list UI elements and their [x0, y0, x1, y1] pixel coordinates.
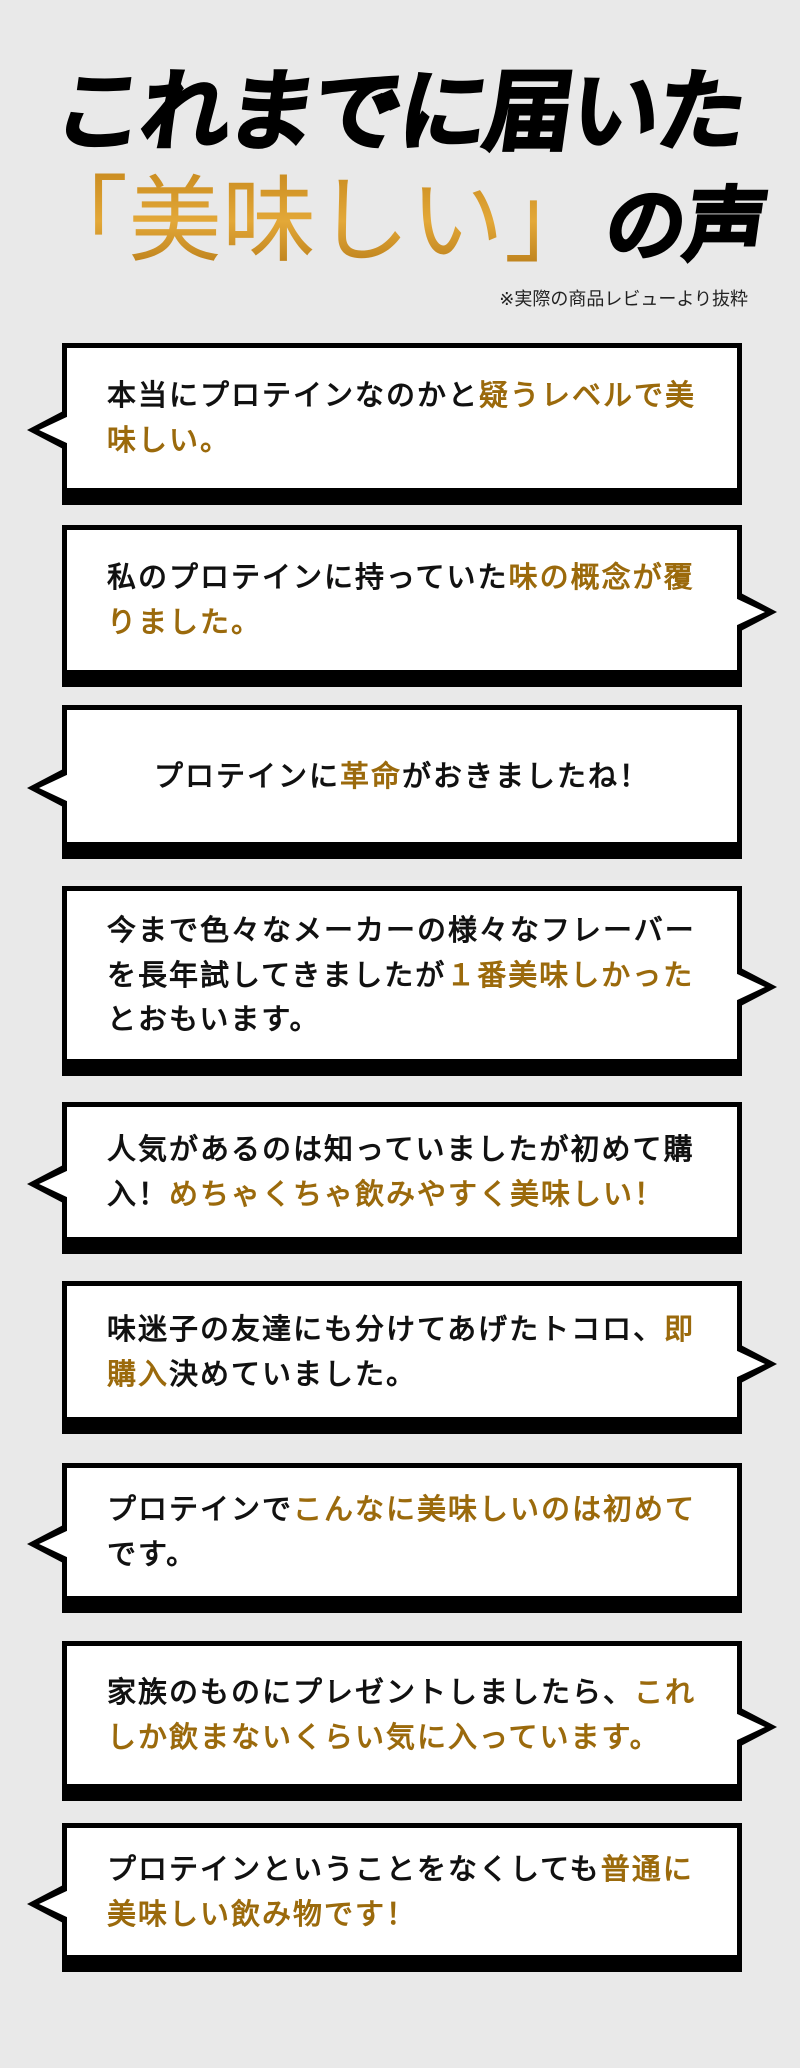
review-text-segment: 今まで色々なメーカーの様々なフレーバーを長年試してきましたが [107, 912, 696, 992]
speech-tail-icon [737, 591, 777, 633]
highlighted-text: これしか飲まないくらい気に入っています。 [107, 1675, 697, 1754]
review-text: プロテインに革命がおきましたね！ [107, 754, 697, 799]
highlighted-text: 疑うレベルで美味しい。 [107, 378, 697, 457]
highlighted-text: 革命 [339, 758, 402, 793]
review-bubble: プロテインに革命がおきましたね！ [27, 705, 742, 847]
title-suffix: の声 [598, 178, 774, 274]
highlighted-text: 普通に美味しい飲み物です！ [107, 1851, 694, 1931]
review-bubble: 味迷子の友達にも分けてあげたトコロ、即購入決めていました。 [62, 1281, 777, 1422]
title-highlight: 「美味しい」 [33, 167, 598, 276]
speech-tail-icon [737, 1706, 777, 1748]
review-bubble: 今まで色々なメーカーの様々なフレーバーを長年試してきましたが１番美味しかったとお… [62, 886, 777, 1064]
review-text-segment: がおきましたね！ [402, 758, 651, 793]
review-bubble: 人気があるのは知っていましたが初めて購入！めちゃくちゃ飲みやすく美味しい！ [27, 1102, 742, 1242]
review-text: 家族のものにプレゼントしましたら、これしか飲まないくらい気に入っています。 [107, 1670, 697, 1760]
review-text-segment: プロテインに [153, 758, 340, 793]
review-text-segment: 私のプロテインに持っていた [107, 560, 509, 595]
review-text: 味迷子の友達にも分けてあげたトコロ、即購入決めていました。 [107, 1307, 697, 1397]
review-bubble: 私のプロテインに持っていた味の概念が覆りました。 [62, 525, 777, 675]
speech-tail-icon [27, 1163, 67, 1205]
review-text: 本当にプロテインなのかと疑うレベルで美味しい。 [107, 373, 697, 463]
review-text-segment: プロテインということをなくしても [107, 1851, 601, 1886]
review-text-segment: 人気があるのは知っていましたが初めて購入！ [107, 1132, 695, 1211]
highlighted-text: めちゃくちゃ飲みやすく美味しい！ [169, 1177, 666, 1211]
speech-tail-icon [27, 1523, 67, 1565]
highlighted-text: こんなに美味しいのは初めて [293, 1492, 697, 1527]
review-bubble: 本当にプロテインなのかと疑うレベルで美味しい。 [27, 343, 742, 493]
review-text-segment: 決めていました。 [169, 1356, 418, 1391]
review-text: 私のプロテインに持っていた味の概念が覆りました。 [107, 555, 697, 645]
review-bubble: 家族のものにプレゼントしましたら、これしか飲まないくらい気に入っています。 [62, 1641, 777, 1789]
highlighted-text: 味の概念が覆りました。 [107, 560, 695, 639]
highlighted-text: １番美味しかった [446, 957, 695, 992]
review-text-segment: とおもいます。 [107, 1002, 321, 1037]
highlighted-text: 即購入 [107, 1311, 696, 1391]
review-text: プロテインということをなくしても普通に美味しい飲み物です！ [107, 1847, 697, 1937]
speech-tail-icon [27, 1882, 67, 1925]
page-title: これまでに届いた [47, 59, 752, 165]
speech-tail-icon [27, 767, 67, 809]
review-text-segment: 家族のものにプレゼントしましたら、 [107, 1675, 635, 1710]
review-text: プロテインでこんなに美味しいのは初めてです。 [107, 1487, 697, 1577]
review-text-segment: です。 [107, 1537, 198, 1571]
review-bubble: プロテインでこんなに美味しいのは初めてです。 [27, 1463, 742, 1601]
speech-tail-icon [27, 409, 67, 451]
review-text: 今まで色々なメーカーの様々なフレーバーを長年試してきましたが１番美味しかったとお… [107, 908, 697, 1043]
review-text: 人気があるのは知っていましたが初めて購入！めちゃくちゃ飲みやすく美味しい！ [107, 1127, 697, 1217]
review-source-note: ※実際の商品レビューより抜粋 [499, 289, 748, 310]
speech-tail-icon [737, 966, 777, 1008]
review-text-segment: 味迷子の友達にも分けてあげたトコロ、 [107, 1311, 665, 1346]
page-subtitle: 「美味しい」の声 [0, 168, 800, 276]
speech-tail-icon [737, 1342, 777, 1385]
review-text-segment: 本当にプロテインなのかと [107, 378, 480, 413]
review-text-segment: プロテインで [107, 1492, 294, 1527]
review-bubble: プロテインということをなくしても普通に美味しい飲み物です！ [27, 1823, 742, 1960]
